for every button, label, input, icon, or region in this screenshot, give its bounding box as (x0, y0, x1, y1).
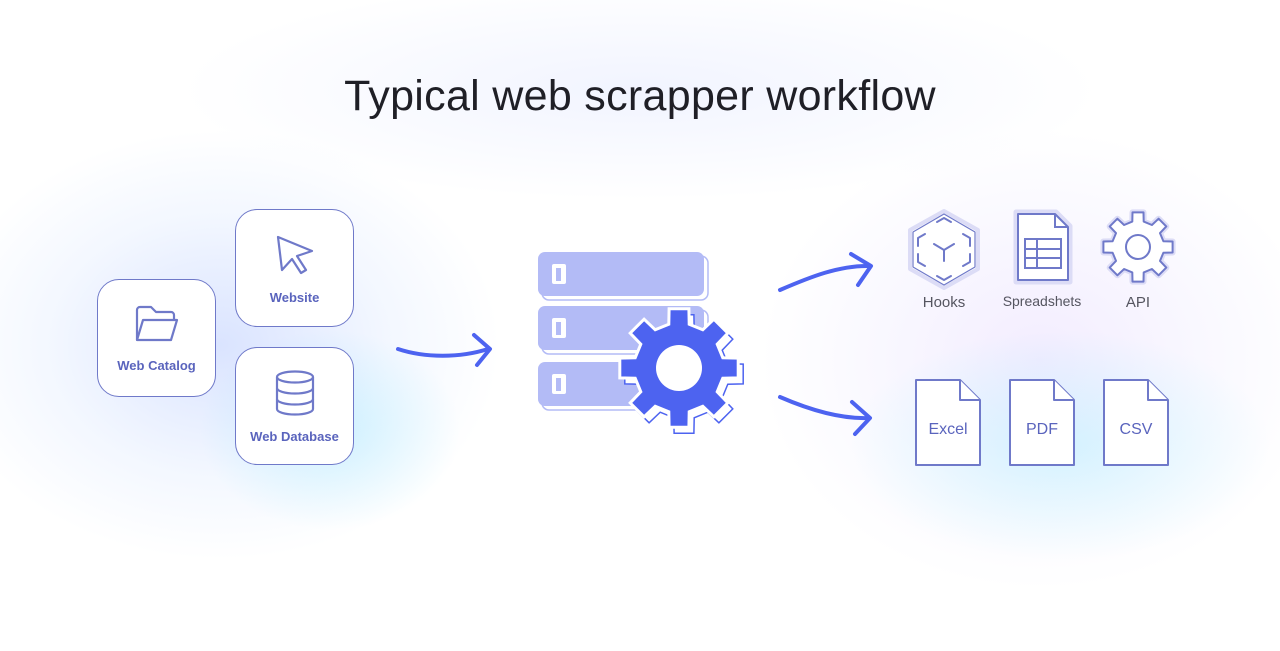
api-label: API (1125, 294, 1151, 311)
arrow-to-files (778, 395, 872, 436)
spreadsheets-label: Spreadshets (1002, 293, 1082, 309)
excel-file-icon (915, 379, 981, 466)
web-catalog-label: Web Catalog (117, 357, 196, 373)
hooks-cube-icon (908, 209, 980, 290)
website-label: Website (269, 289, 320, 305)
excel-label: Excel (928, 421, 968, 438)
hooks-label: Hooks (922, 294, 966, 311)
spreadsheet-icon (1013, 209, 1073, 285)
api-gear-icon (1100, 209, 1176, 285)
arrow-to-integrations (778, 252, 873, 292)
web-database-label: Web Database (250, 428, 339, 444)
csv-label: CSV (1119, 421, 1153, 438)
arrow-to-server (396, 333, 492, 367)
server-unit (538, 252, 709, 301)
pdf-label: PDF (1026, 421, 1058, 438)
cursor-icon (276, 235, 313, 274)
website-node: Website (235, 209, 354, 327)
csv-file-icon (1103, 379, 1169, 466)
processing-gear-icon (618, 307, 744, 434)
database-icon (275, 369, 314, 416)
web-database-node: Web Database (235, 347, 354, 465)
web-catalog-node: Web Catalog (97, 279, 216, 397)
gear-hole (656, 345, 702, 391)
folder-icon (135, 305, 178, 341)
pdf-file-icon (1009, 379, 1075, 466)
diagram-title: Typical web scrapper workflow (344, 72, 936, 120)
